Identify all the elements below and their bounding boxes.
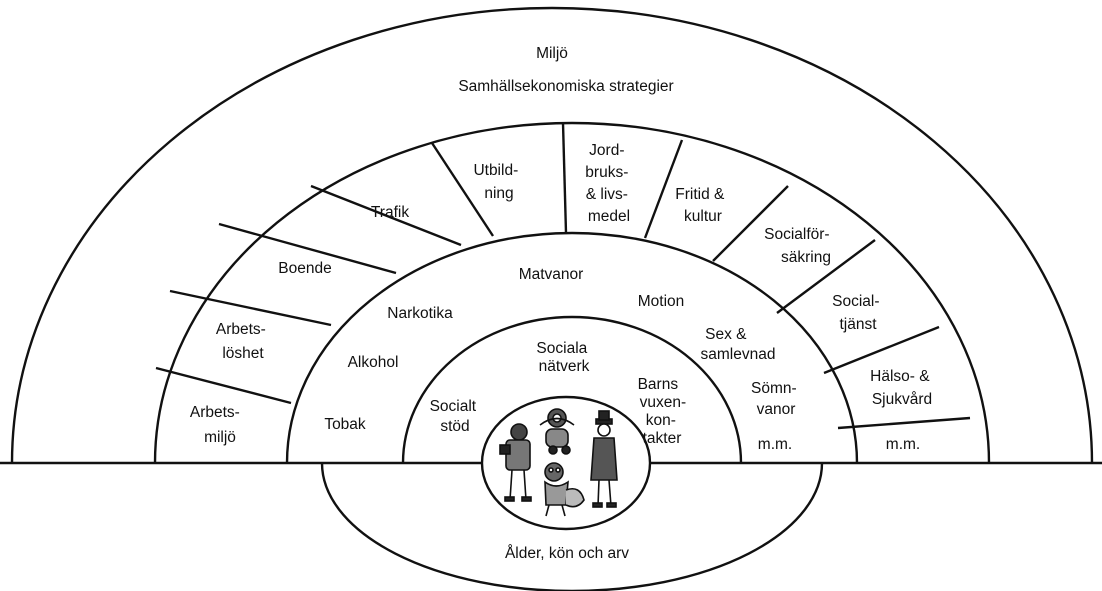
sector-ring-outer: [153, 121, 991, 464]
sector-label-halso-sjukvard: Hälso- & Sjukvård: [870, 368, 934, 408]
sector-label-mm: m.m.: [886, 436, 920, 453]
environment-subtitle: Samhällsekonomiska strategier: [458, 78, 673, 95]
social-label-socialt-stod: Socialt stöd: [430, 398, 481, 435]
social-label-barns-vuxenkontakter: Barns vuxen- kon- takter: [638, 376, 691, 447]
core-lower-arc: [320, 462, 824, 591]
core-label: Ålder, kön och arv: [505, 545, 629, 562]
sector-label-fritid: Fritid & kultur: [675, 186, 728, 225]
sector-label-boende: Boende: [278, 260, 331, 277]
lifestyle-label-sex-samlevnad: Sex & samlevnad: [701, 326, 776, 363]
people-illustration-icon: [499, 408, 618, 517]
sector-label-arbetsmiljo: Arbets- miljö: [190, 404, 244, 446]
lifestyle-label-narkotika: Narkotika: [387, 305, 453, 322]
social-label-sociala-natverk: Sociala nätverk: [536, 340, 591, 375]
social-ring: [401, 315, 743, 464]
sector-label-arbetsloshet: Arbets- löshet: [216, 321, 270, 362]
sector-label-socialtjanst: Social- tjänst: [832, 293, 884, 333]
lifestyle-label-somnvanor: Sömn- vanor: [751, 380, 801, 418]
sector-ring-inner: [285, 231, 859, 464]
lifestyle-label-alkohol: Alkohol: [348, 354, 399, 371]
sector-label-socialforsakring: Socialför- säkring: [764, 226, 834, 266]
environment-arc: [10, 6, 1094, 464]
environment-title: Miljö: [536, 45, 568, 62]
lifestyle-label-matvanor: Matvanor: [519, 266, 584, 283]
lifestyle-label-motion: Motion: [638, 293, 685, 310]
lifestyle-label-mm: m.m.: [758, 436, 792, 453]
sector-dividers: [155, 122, 971, 430]
sector-label-utbildning: Utbild- ning: [473, 162, 522, 202]
sector-label-jordbruk: Jord- bruks- & livs- medel: [585, 142, 632, 225]
sector-label-trafik: Trafik: [371, 204, 409, 221]
lifestyle-label-tobak: Tobak: [324, 416, 366, 433]
